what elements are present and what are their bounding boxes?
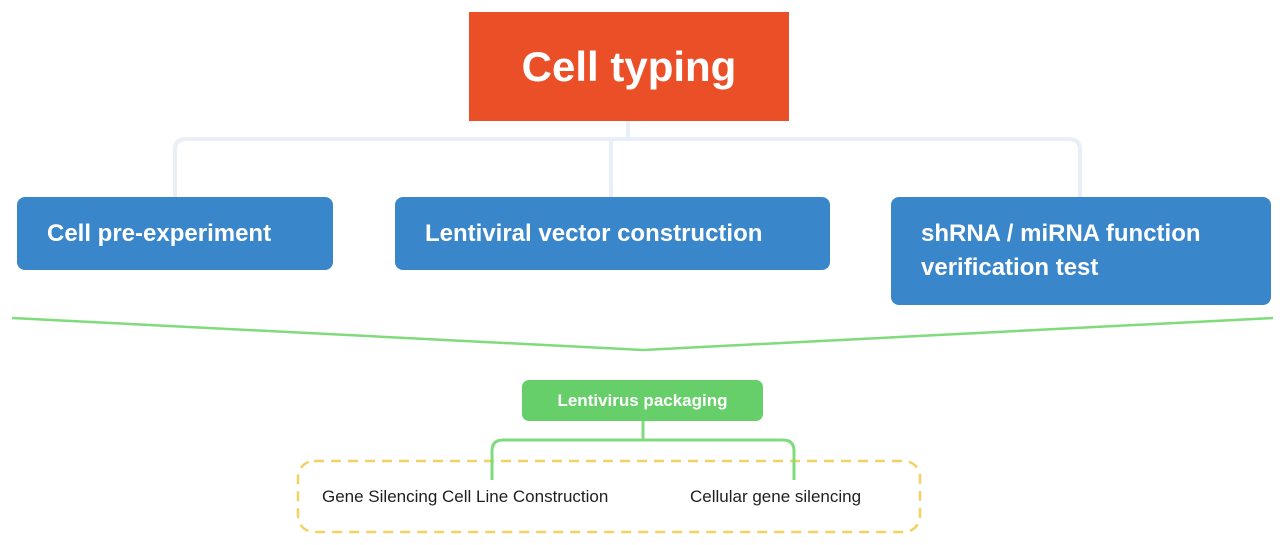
- step-node-lentiviral-vector: Lentiviral vector construction: [395, 197, 830, 270]
- packaging-connector: [490, 421, 796, 480]
- convergence-line: [11, 316, 1274, 352]
- root-connector: [173, 121, 1082, 197]
- packaging-node: Lentivirus packaging: [522, 380, 763, 421]
- output-group-border: [296, 459, 922, 534]
- step-label: shRNA / miRNA function verification test: [921, 220, 1201, 281]
- step-label: Lentiviral vector construction: [425, 219, 763, 247]
- step-node-cell-pre-experiment: Cell pre-experiment: [17, 197, 333, 270]
- step-label: Cell pre-experiment: [47, 219, 272, 247]
- output-cellular-gene-silencing: Cellular gene silencing: [690, 487, 862, 506]
- output-gene-silencing-cell-line: Gene Silencing Cell Line Construction: [322, 487, 609, 506]
- root-label: Cell typing: [521, 42, 737, 90]
- step-node-function-verification: shRNA / miRNA function verification test: [891, 197, 1271, 305]
- root-node: Cell typing: [469, 12, 789, 121]
- packaging-label: Lentivirus packaging: [557, 390, 728, 410]
